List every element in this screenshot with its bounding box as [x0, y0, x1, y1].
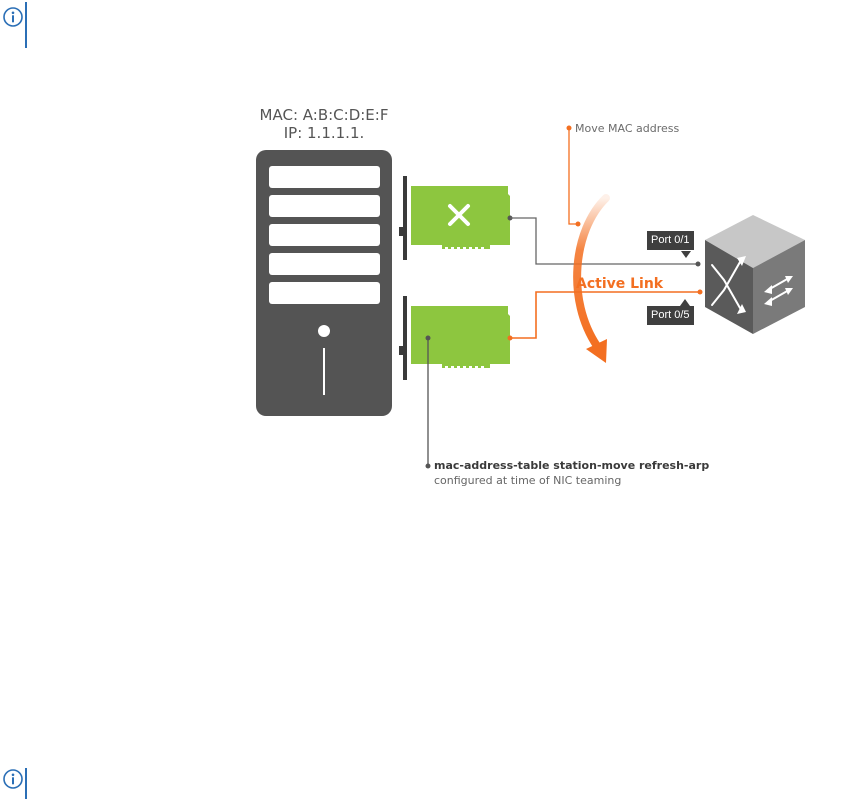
front-slot — [323, 348, 325, 395]
station-move-command: mac-address-table station-move refresh-a… — [434, 459, 710, 472]
note-rule — [25, 768, 27, 799]
drive-bay — [269, 195, 380, 217]
active-link-line — [510, 291, 700, 339]
note-rule — [25, 2, 27, 48]
nic-card-top — [399, 176, 513, 260]
drive-bay — [269, 282, 380, 304]
info-icon — [3, 769, 23, 789]
server-ip-label: IP: 1.1.1.1. — [283, 124, 365, 142]
x-icon — [448, 204, 470, 226]
server-tower — [256, 150, 392, 416]
server-mac-label: MAC: A:B:C:D:E:F — [259, 106, 389, 124]
port-top-tag: Port 0/1 — [647, 231, 694, 250]
drive-bay — [269, 253, 380, 275]
power-button — [318, 325, 330, 337]
move-mac-callout — [568, 128, 578, 225]
inactive-link-line — [510, 217, 698, 265]
active-link-label: Active Link — [576, 276, 664, 292]
network-switch-icon — [705, 215, 805, 334]
move-arrow — [573, 194, 610, 363]
station-move-caption: configured at time of NIC teaming — [434, 474, 622, 487]
move-mac-label: Move MAC address — [575, 122, 680, 135]
drive-bay — [269, 224, 380, 246]
info-icon — [3, 7, 23, 27]
drive-bay — [269, 166, 380, 188]
port-bottom-tag: Port 0/5 — [647, 306, 694, 325]
nic-card-bottom — [399, 296, 513, 380]
